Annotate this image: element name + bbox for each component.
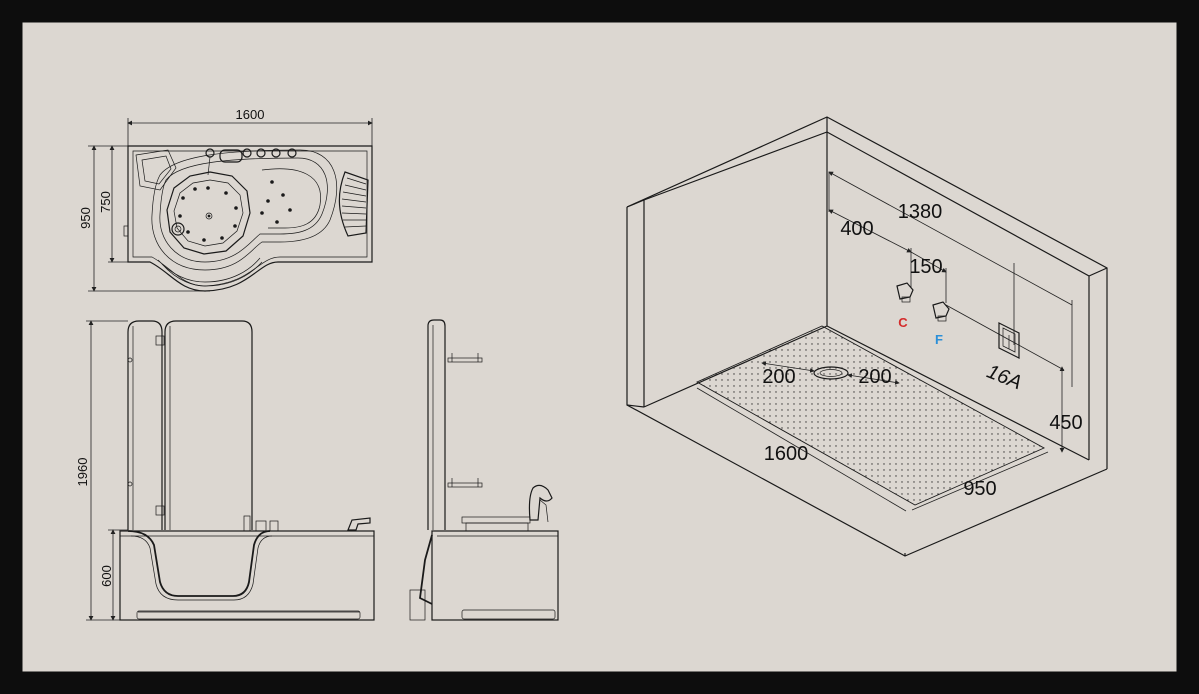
top-depth-inner-label: 750 (98, 191, 113, 213)
hot-water-inlet-icon (896, 282, 914, 303)
isometric-room: 200 200 1600 950 1380 400 150 450 C F (626, 116, 1108, 557)
mixer-offset-label: 400 (840, 218, 873, 240)
front-height-tub-label: 600 (99, 565, 114, 587)
top-view: 1600 950 750 (78, 107, 373, 292)
floor-depth-label: 950 (963, 478, 996, 500)
front-height-total-label: 1960 (75, 458, 90, 487)
cold-label: F (935, 332, 943, 347)
electrical-socket-icon (998, 322, 1020, 359)
front-view: 1960 600 (75, 320, 375, 621)
floor-length-label: 1600 (764, 443, 809, 465)
inlet-spacing-label: 150 (909, 256, 942, 278)
inlet-height-label: 450 (1049, 412, 1082, 434)
headrest-pillow (338, 171, 369, 237)
wall-length-label: 1380 (898, 201, 943, 223)
drain-icon (813, 366, 849, 380)
side-view (409, 319, 559, 621)
cold-water-inlet-icon (932, 301, 950, 322)
top-width-label: 1600 (236, 107, 265, 122)
drain-right-offset: 200 (858, 366, 891, 388)
hot-label: C (898, 315, 908, 330)
top-depth-outer-label: 950 (78, 207, 93, 229)
drain-left-offset: 200 (762, 366, 795, 388)
